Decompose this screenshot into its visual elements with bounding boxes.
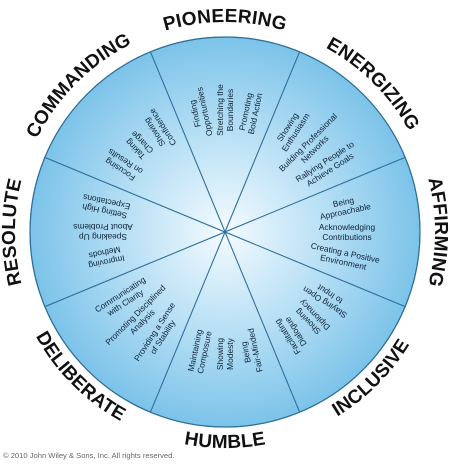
behavior-item-line: Acknowledging bbox=[319, 222, 376, 232]
dimension-label-text: HUMBLE bbox=[183, 428, 267, 453]
dimension-label-text: AFFIRMING bbox=[423, 175, 450, 288]
wheel-rim bbox=[29, 36, 421, 428]
copyright-notice: © 2010 John Wiley & Sons, Inc. All right… bbox=[3, 451, 175, 460]
behavior-item-line: Speaking Up bbox=[79, 232, 127, 242]
wheel-segments bbox=[29, 36, 421, 428]
behavior-item-line: Boundaries bbox=[225, 89, 235, 131]
behavior-item: Speaking UpAbout Problems bbox=[73, 222, 133, 242]
behavior-item-line: Stretching the bbox=[215, 84, 225, 136]
dimension-label-humble: HUMBLE bbox=[183, 428, 267, 453]
dimension-label-pioneering: PIONEERING bbox=[161, 6, 289, 36]
behavior-item-line: Contributions bbox=[322, 232, 371, 242]
dimension-label-resolute: RESOLUTE bbox=[0, 176, 26, 287]
behavior-item: ShowingModesty bbox=[215, 337, 235, 370]
behavior-item-line: Showing bbox=[215, 338, 225, 370]
behavior-item-line: Modesty bbox=[225, 337, 235, 369]
behavior-item-line: About Problems bbox=[73, 222, 133, 232]
behavior-item-line: Being bbox=[332, 195, 355, 209]
behavior-item-line: Being bbox=[238, 340, 252, 363]
dimension-label-text: PIONEERING bbox=[161, 6, 289, 36]
behavior-item: Stretching theBoundaries bbox=[215, 84, 235, 136]
dimension-label-text: RESOLUTE bbox=[0, 176, 26, 287]
dimension-label-affirming: AFFIRMING bbox=[423, 175, 450, 288]
